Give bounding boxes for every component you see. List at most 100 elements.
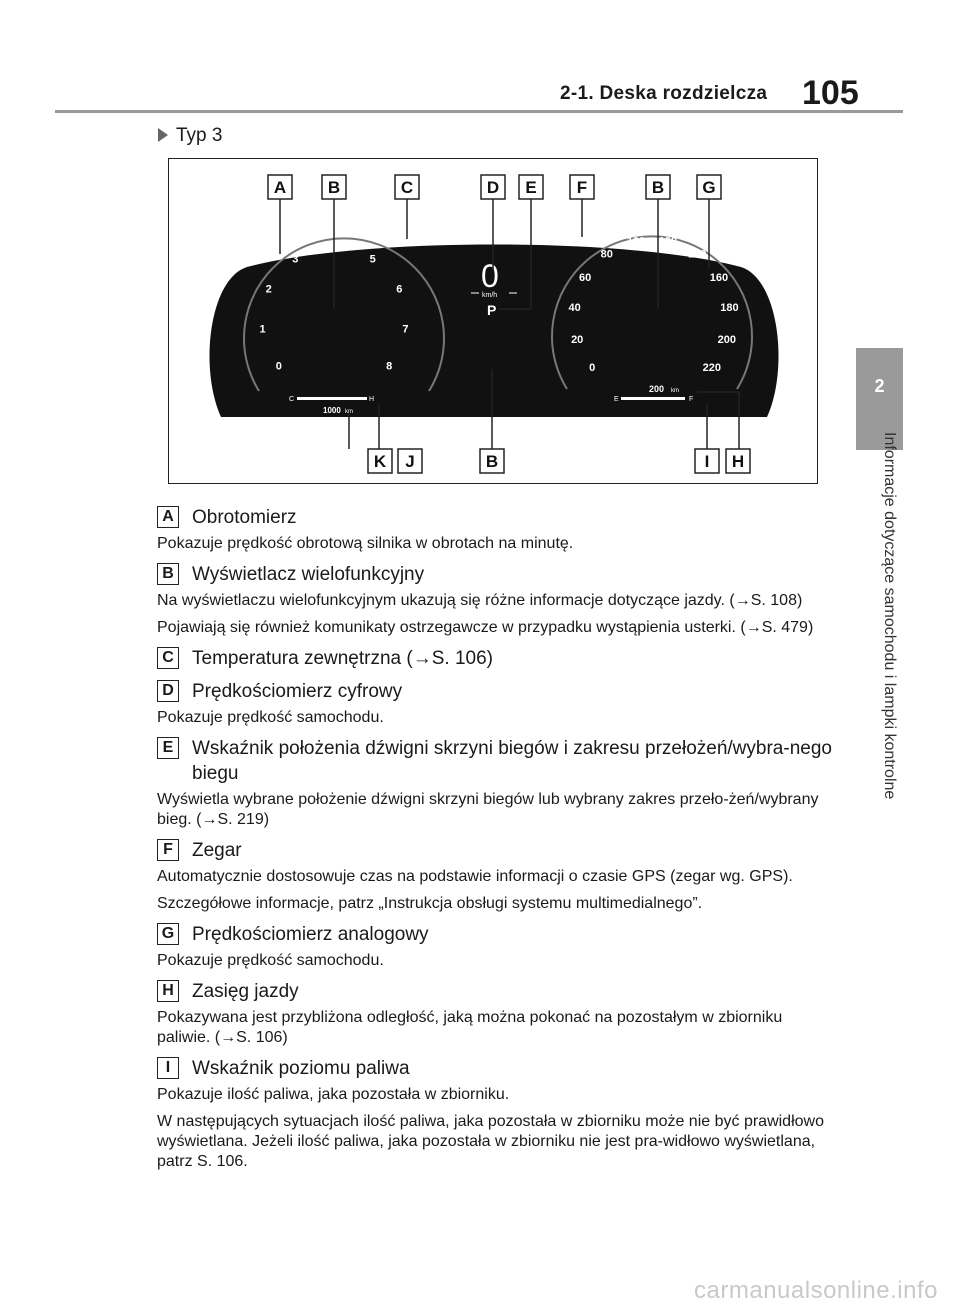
chapter-title: 2-1. Deska rozdzielcza <box>560 83 768 104</box>
item-title: Prędkościomierz cyfrowy <box>192 681 403 702</box>
callout-label: H <box>725 448 751 474</box>
tachometer-arc <box>243 237 445 392</box>
gauge-tick-label: 2 <box>266 284 272 296</box>
callout-box <box>696 174 722 200</box>
page-number: 105 <box>802 74 859 112</box>
type-heading: Typ 3 <box>158 125 222 147</box>
item-title: Temperatura zewnętrzna (→S. 106) <box>192 648 493 669</box>
callout-box <box>367 448 393 474</box>
callout-box <box>518 174 544 200</box>
range-value: 200 <box>649 384 664 394</box>
section-side-title: Informacje dotyczące samochodu i lampki … <box>880 432 902 852</box>
callout-box <box>569 174 595 200</box>
gauge-tick-label: 100 <box>627 236 645 248</box>
item-heading: E Wskaźnik położenia dźwigni skrzyni bieg… <box>157 736 837 786</box>
section-side-label: Informacje dotyczące samochodu i lampki … <box>881 432 898 800</box>
speedometer-arc <box>551 235 753 390</box>
item-description: Automatycznie dostosowuje czas na podsta… <box>157 868 793 885</box>
callout-label: J <box>397 448 423 474</box>
gauge-tick-label: 5 <box>370 253 376 265</box>
item-title: Wskaźnik położenia dźwigni skrzyni biegó… <box>192 738 832 784</box>
callout-letter: G <box>702 178 715 197</box>
item-letter-box: B <box>157 563 179 585</box>
callout-box <box>267 174 293 200</box>
gauge-tick-label: 200 <box>718 334 736 346</box>
callout-label: B <box>645 174 671 200</box>
gauge-tick-label: 0 <box>276 360 282 372</box>
header-rule <box>55 110 903 113</box>
gauge-tick-label: 180 <box>720 302 738 314</box>
callout-label: G <box>696 174 722 200</box>
callout-letter: I <box>705 452 710 471</box>
item-title: Wyświetlacz wielofunkcyjny <box>192 564 425 585</box>
fuel-gauge-bar <box>621 397 685 400</box>
callout-letter: B <box>328 178 340 197</box>
callout-label: B <box>321 174 347 200</box>
callout-box <box>479 448 505 474</box>
callout-box <box>480 174 506 200</box>
gauge-tick-label: 3 <box>292 253 298 265</box>
callout-label: E <box>518 174 544 200</box>
watermark: carmanualsonline.info <box>694 1277 938 1304</box>
item-letter-box: H <box>157 980 179 1002</box>
item-title: Zasięg jazdy <box>192 981 299 1002</box>
item-heading: G Prędkościomierz analogowy <box>157 922 837 947</box>
item-description: Pokazuje prędkość samochodu. <box>157 709 384 726</box>
callout-label: A <box>267 174 293 200</box>
gauge-tick-label: 20 <box>571 334 583 346</box>
callout-label: I <box>694 448 720 474</box>
callout-box <box>725 448 751 474</box>
gauge-tick-label: 220 <box>703 362 721 374</box>
item-letter-box: D <box>157 680 179 702</box>
odometer-unit: km <box>345 409 353 415</box>
callout-letter: B <box>652 178 664 197</box>
temp-gauge-hot-label: H <box>369 396 374 403</box>
callout-box <box>321 174 347 200</box>
gauge-tick-label: 0 <box>589 362 595 374</box>
item-description: Szczegółowe informacje, patrz „Instrukcj… <box>157 895 703 912</box>
item-description: Pokazuje prędkość samochodu. <box>157 952 384 969</box>
callout-letter: B <box>486 452 498 471</box>
callout-box <box>645 174 671 200</box>
callout-letter: K <box>374 452 387 471</box>
callout-letter: A <box>274 178 286 197</box>
cluster-housing <box>209 244 779 417</box>
item-letter-box: A <box>157 506 179 528</box>
digital-speed-value: 0 <box>481 258 499 294</box>
section-tab[interactable]: 2 <box>856 348 903 450</box>
callout-letter: H <box>732 452 744 471</box>
item-letter-box: C <box>157 647 179 669</box>
item-description: W następujących sytuacjach ilość paliwa,… <box>157 1113 824 1170</box>
callout-label: F <box>569 174 595 200</box>
callout-leader-lines <box>279 199 740 449</box>
type-heading-label: Typ 3 <box>176 125 223 146</box>
gauge-tick-label: 80 <box>601 249 613 261</box>
triangle-bullet-icon <box>158 128 168 142</box>
item-letter-box: E <box>157 737 179 759</box>
item-c: C Temperatura zewnętrzna (→S. 106) <box>157 646 837 671</box>
gauge-tick-label: 1 <box>260 323 266 335</box>
item-heading: D Prędkościomierz cyfrowy <box>157 679 837 704</box>
item-letter-box: G <box>157 923 179 945</box>
item-title: Prędkościomierz analogowy <box>192 924 429 945</box>
callout-box <box>397 448 423 474</box>
gauge-tick-label: 40 <box>568 302 580 314</box>
fuel-gauge-full-label: F <box>689 396 693 403</box>
item-heading: H Zasięg jazdy <box>157 979 837 1004</box>
callout-label: D <box>480 174 506 200</box>
item-description: Pokazuje ilość paliwa, jaka pozostała w … <box>157 1086 510 1103</box>
item-heading: C Temperatura zewnętrzna (→S. 106) <box>157 646 837 671</box>
